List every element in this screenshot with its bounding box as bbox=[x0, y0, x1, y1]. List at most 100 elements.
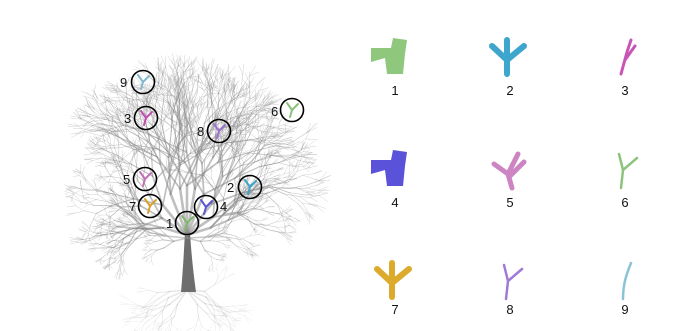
tree-branch bbox=[104, 140, 107, 151]
tree-branch bbox=[126, 99, 132, 108]
tree-branch bbox=[254, 136, 261, 142]
tree-branch bbox=[145, 305, 157, 308]
tree-branch bbox=[108, 205, 113, 209]
tree-branch bbox=[148, 102, 159, 109]
thin-v-branch-icon bbox=[502, 263, 524, 301]
tree-branch bbox=[126, 209, 132, 215]
tree-branch bbox=[254, 97, 261, 109]
tree-branch bbox=[186, 237, 202, 243]
tree-branch bbox=[173, 141, 182, 158]
tree-branch bbox=[291, 166, 304, 167]
tree-branch bbox=[227, 151, 232, 161]
tree-branch bbox=[207, 153, 213, 158]
tree-branch bbox=[109, 247, 113, 251]
tree-branch bbox=[66, 194, 74, 198]
tree-branch bbox=[303, 142, 308, 152]
tree-branch bbox=[246, 246, 253, 252]
marker-number: 6 bbox=[271, 104, 278, 119]
tree-branch bbox=[189, 76, 194, 85]
tree-branch bbox=[125, 226, 136, 229]
tree-branch bbox=[301, 144, 307, 151]
tree-branch bbox=[118, 216, 121, 223]
tree-branch bbox=[73, 171, 80, 176]
tree-branch bbox=[254, 225, 259, 230]
tree-branch bbox=[75, 205, 85, 211]
tree-branch bbox=[121, 205, 142, 208]
tree-branch bbox=[206, 82, 209, 91]
tree-branch bbox=[252, 92, 260, 98]
tree-branch bbox=[234, 319, 242, 322]
tree-branch bbox=[95, 161, 106, 164]
tree-branch bbox=[199, 82, 204, 91]
tree-branch bbox=[306, 211, 313, 219]
tree-branch bbox=[146, 243, 151, 247]
tree-branch bbox=[241, 204, 245, 210]
tree-branch bbox=[248, 248, 254, 250]
tree-branch bbox=[95, 144, 105, 147]
tree-branch bbox=[237, 100, 241, 109]
tree-branch bbox=[222, 165, 242, 178]
tree-branch bbox=[275, 173, 285, 180]
tree-branch bbox=[303, 152, 312, 155]
marker-circle bbox=[206, 118, 232, 144]
tree-branch bbox=[122, 219, 129, 226]
tree-branch bbox=[170, 159, 174, 165]
tree-branch bbox=[278, 231, 287, 236]
tree-branch bbox=[138, 130, 160, 140]
tree-branch bbox=[137, 322, 146, 331]
tree-branch bbox=[139, 94, 152, 98]
branch-shape bbox=[621, 261, 633, 301]
tree-branch bbox=[81, 121, 93, 126]
tree-branch bbox=[144, 235, 147, 239]
tree-branch bbox=[136, 115, 148, 129]
tree-branch bbox=[224, 125, 230, 133]
marker-number: 2 bbox=[227, 180, 234, 195]
tree-branch bbox=[227, 239, 232, 241]
tree-branch bbox=[165, 170, 172, 174]
tree-branch bbox=[126, 212, 135, 214]
tree-branch bbox=[156, 297, 169, 306]
tree-branch bbox=[305, 185, 318, 189]
tree-branch bbox=[278, 231, 287, 235]
tree-branch bbox=[284, 181, 291, 186]
tree-branch bbox=[258, 162, 263, 175]
tree-branch bbox=[223, 141, 230, 148]
tree-branch bbox=[256, 202, 260, 205]
tree-branch bbox=[105, 241, 111, 244]
tree-branch bbox=[181, 101, 189, 107]
tree-branch bbox=[128, 181, 130, 187]
tree-branch bbox=[286, 238, 294, 242]
tree-branch bbox=[119, 232, 125, 234]
tree-branch bbox=[233, 213, 240, 216]
tree-branch bbox=[115, 269, 121, 274]
tree-branch bbox=[128, 107, 136, 110]
tree-branch bbox=[93, 147, 105, 151]
tree-branch bbox=[80, 179, 82, 188]
tree-branch bbox=[234, 207, 240, 214]
tree-branch bbox=[218, 142, 220, 150]
tree-branch bbox=[147, 227, 153, 229]
tree-illustration bbox=[63, 53, 332, 292]
tree-branch bbox=[288, 185, 307, 189]
tree-branch bbox=[131, 118, 141, 121]
tree-branch bbox=[101, 94, 109, 101]
tree-branch bbox=[237, 207, 242, 212]
tree-branch bbox=[124, 191, 127, 202]
tree-branch bbox=[247, 201, 255, 208]
tree-branch bbox=[227, 173, 231, 180]
tree-branch bbox=[184, 131, 193, 135]
tree-branch bbox=[120, 181, 125, 186]
tree-branch bbox=[183, 106, 188, 127]
tree-branch bbox=[80, 173, 87, 183]
tree-branch bbox=[265, 191, 271, 195]
tree-branch bbox=[276, 220, 286, 222]
tree-branch bbox=[83, 196, 95, 206]
tree-branch bbox=[258, 164, 266, 175]
tree-branch bbox=[126, 243, 131, 249]
tree-branch bbox=[266, 144, 279, 153]
tree-branch bbox=[205, 312, 216, 316]
tree-branch bbox=[260, 126, 262, 134]
tree-branch bbox=[151, 328, 154, 331]
tree-branch bbox=[166, 96, 173, 120]
tree-branch bbox=[124, 97, 143, 102]
